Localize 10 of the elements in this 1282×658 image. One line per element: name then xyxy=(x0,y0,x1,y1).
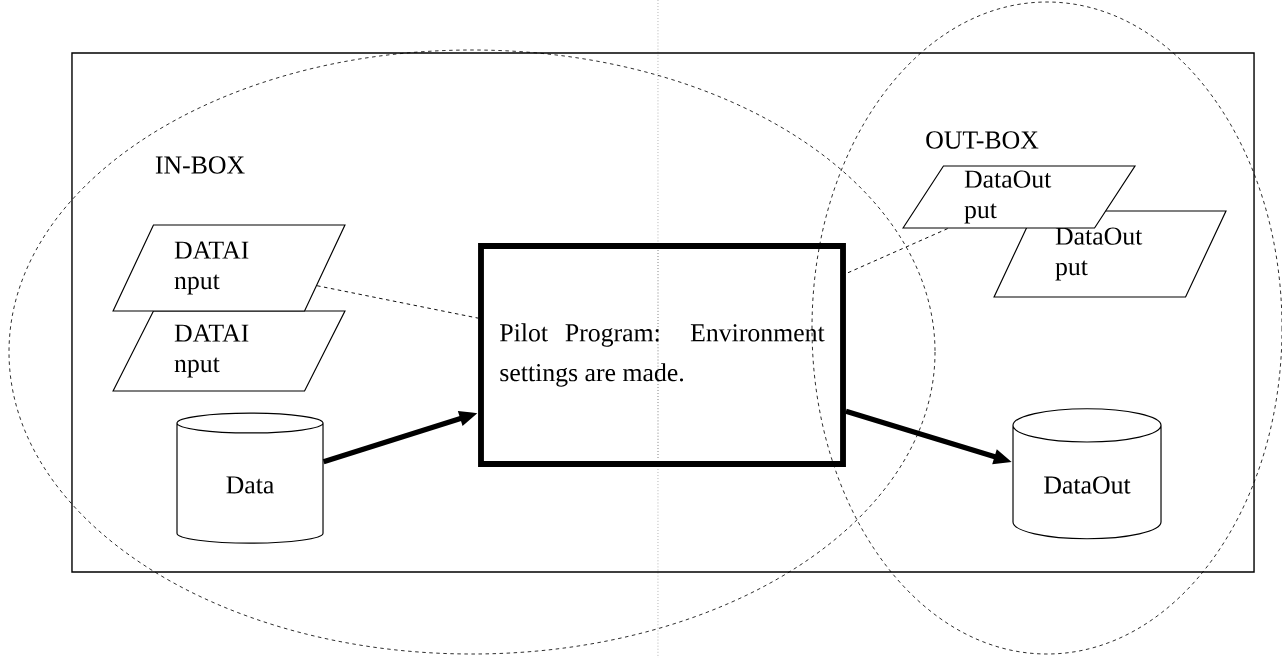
region-label: OUT-BOX xyxy=(926,131,1039,149)
data-parallelogram: DATAI nput xyxy=(112,310,346,392)
data-parallelogram: DATAI nput xyxy=(112,224,346,312)
database-cylinder: Data xyxy=(176,412,324,544)
region-label: IN-BOX xyxy=(155,156,245,174)
connector-line xyxy=(845,228,949,275)
database-cylinder: DataOut xyxy=(1012,408,1162,540)
frame-box xyxy=(71,52,1255,573)
connector-line xyxy=(316,285,479,319)
process-box: Pilot Program: Environment settings are made. xyxy=(478,243,846,467)
